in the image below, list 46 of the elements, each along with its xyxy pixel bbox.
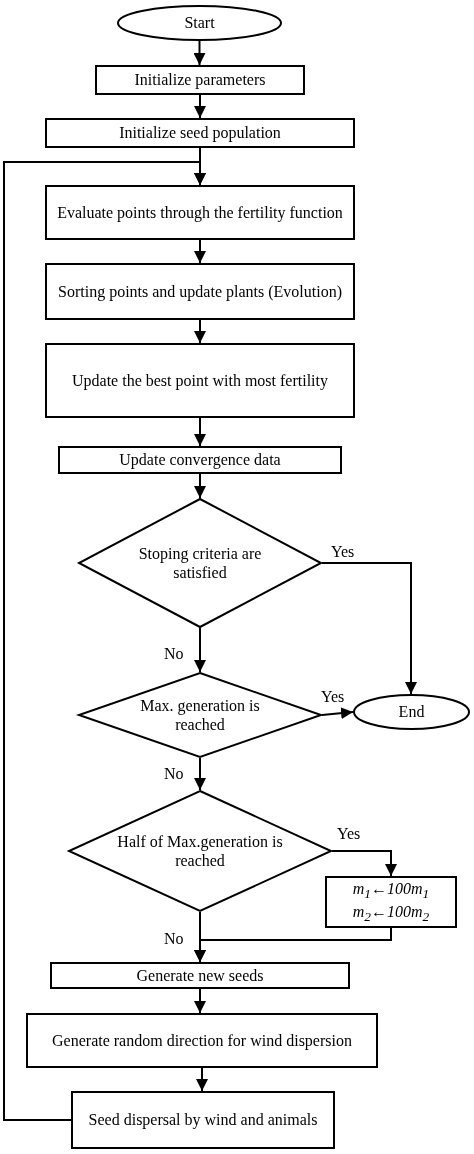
arrow — [193, 40, 206, 66]
arrow — [194, 927, 392, 963]
process-box — [71, 1091, 335, 1149]
node-text: Generate new seeds — [135, 965, 265, 986]
terminal-ellipse — [353, 694, 470, 730]
formula-text: m$_{1}$←100m$_{1}$ — [351, 878, 431, 902]
process-box — [45, 185, 355, 240]
arrow — [321, 562, 417, 695]
arrow — [321, 707, 354, 720]
process-box — [95, 65, 305, 95]
process-box — [50, 962, 350, 989]
arrow — [194, 239, 206, 264]
arrow — [194, 417, 206, 447]
node-text: Seed dispersal by wind and animals — [87, 1110, 319, 1130]
node-text: Initialize parameters — [133, 70, 267, 90]
node-text: Evaluate points through the fertility function — [56, 202, 344, 223]
formula-text: m$_{2}$←100m$_{2}$ — [351, 902, 431, 926]
arrow — [3, 161, 206, 1121]
node-text: Start — [183, 13, 216, 33]
node-text: Sorting points and update plants (Evolution) — [57, 281, 343, 302]
decision-diamond — [78, 672, 322, 758]
process-box — [45, 343, 355, 418]
node-text: Half of Max.generation is reached — [116, 831, 284, 871]
node-text: Initialize seed population — [118, 123, 282, 143]
process-box — [45, 263, 355, 320]
decision-diamond — [78, 498, 322, 628]
node-text: Update convergence data — [118, 450, 282, 470]
arrow — [196, 1067, 208, 1092]
arrow — [194, 757, 206, 791]
node-text: Stoping criteria are satisfied — [137, 543, 263, 583]
arrow — [194, 319, 206, 344]
process-box — [58, 446, 342, 474]
node-text: Max. generation is reached — [139, 695, 261, 735]
process-box — [325, 876, 457, 928]
terminal-ellipse — [117, 5, 282, 41]
arrow — [331, 850, 397, 877]
arrow — [194, 473, 206, 499]
process-box — [26, 1013, 378, 1068]
node-text: Generate random direction for wind dispersion — [51, 1030, 353, 1051]
process-box — [45, 118, 355, 148]
node-text: End — [397, 702, 426, 722]
arrow — [194, 627, 206, 673]
arrow — [194, 988, 206, 1014]
decision-diamond — [68, 790, 332, 912]
node-text: Update the best point with most fertility — [71, 370, 329, 391]
arrow — [194, 94, 206, 119]
